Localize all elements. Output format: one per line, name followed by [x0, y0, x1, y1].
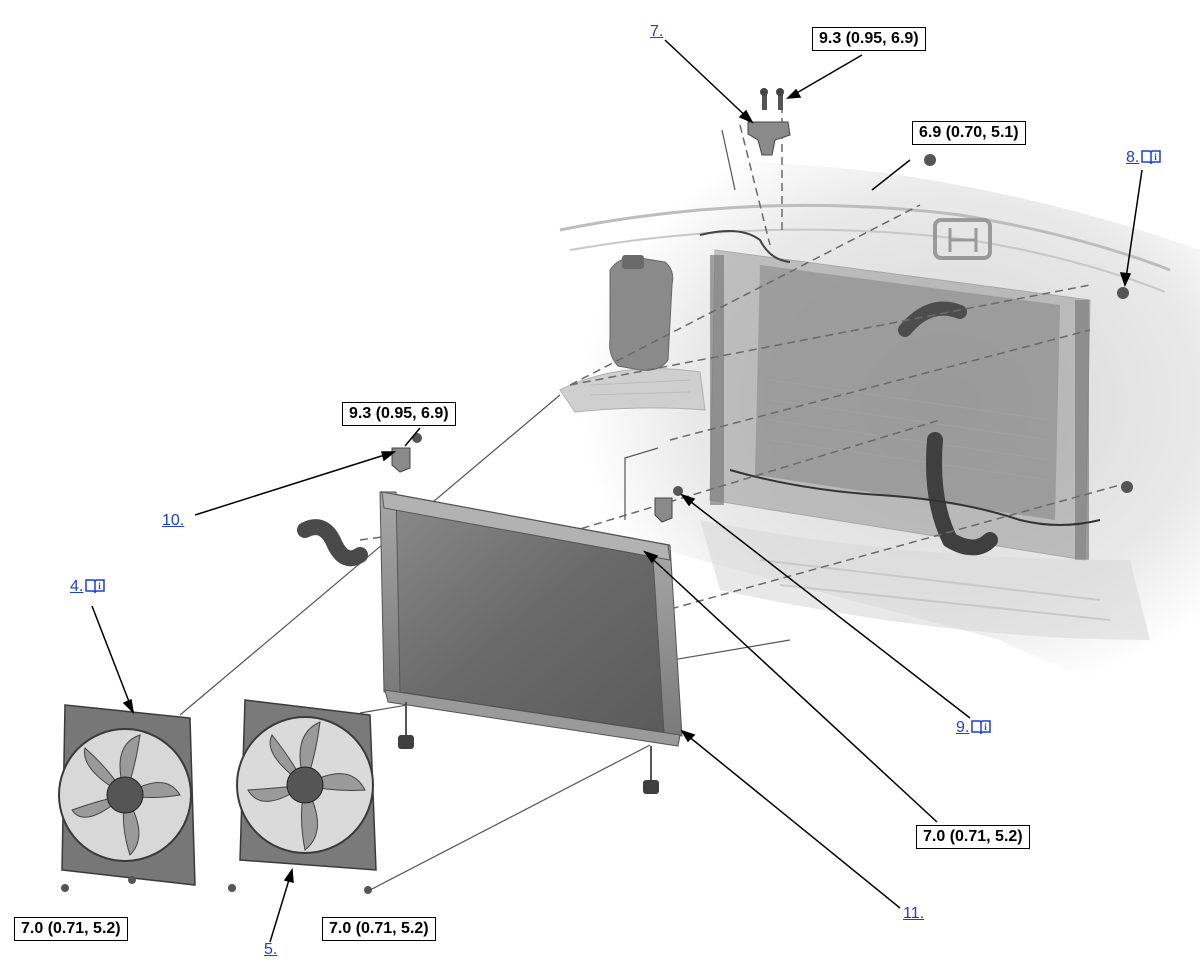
torque-label-right: 7.0 (0.71, 5.2) [916, 825, 1030, 849]
torque-label-top-right: 6.9 (0.70, 5.1) [912, 121, 1026, 145]
callout-4-link[interactable]: 4. i [70, 577, 106, 597]
torque-label-bottom-left: 7.0 (0.71, 5.2) [14, 917, 128, 941]
torque-label-top-center: 9.3 (0.95, 6.9) [812, 27, 926, 51]
torque-label-bottom-center: 7.0 (0.71, 5.2) [322, 917, 436, 941]
book-info-icon: i [85, 578, 106, 593]
callout-11-link[interactable]: 11. [903, 905, 925, 922]
callout-9-label: 9. [956, 719, 970, 736]
callout-4-label: 4. [70, 578, 84, 595]
leader-arrows [91, 39, 1143, 943]
svg-text:i: i [985, 722, 988, 732]
bolt-top-right [924, 154, 936, 166]
callout-10-link[interactable]: 10. [162, 512, 185, 529]
callout-8-link[interactable]: 8. i [1126, 148, 1162, 168]
bolt-right-lower [1121, 481, 1133, 493]
fan-shroud-left [58, 704, 196, 892]
svg-text:i: i [1155, 152, 1158, 162]
upper-bracket-mid [654, 486, 683, 523]
radiator [297, 491, 683, 794]
upper-bracket-top [747, 88, 791, 156]
bolt-right-upper [1117, 287, 1129, 299]
callout-8-label: 8. [1126, 149, 1140, 166]
book-info-icon: i [1141, 149, 1162, 164]
book-info-icon: i [971, 719, 992, 734]
torque-label-mid-left: 9.3 (0.95, 6.9) [342, 402, 456, 426]
svg-text:i: i [99, 581, 102, 591]
callout-9-link[interactable]: 9. i [956, 718, 992, 738]
callout-7-link[interactable]: 7. [650, 23, 664, 40]
callout-5-link[interactable]: 5. [264, 941, 278, 958]
fan-shroud-right [228, 699, 377, 894]
upper-bracket-left [391, 433, 422, 473]
